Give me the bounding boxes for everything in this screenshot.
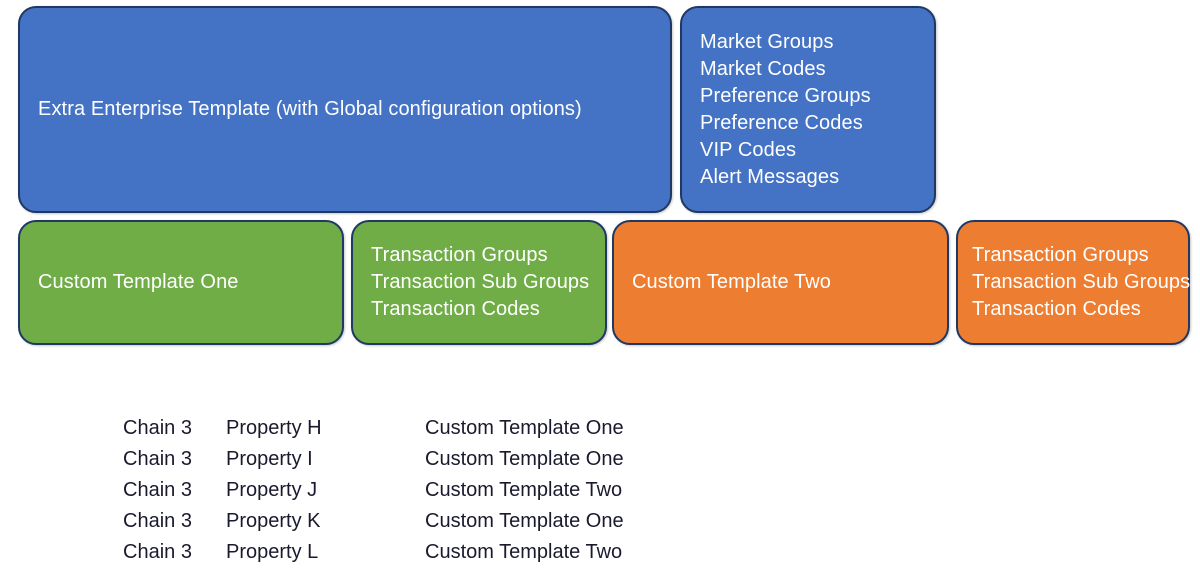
chain-cell: Chain 3 (123, 510, 192, 532)
property-cell: Property L (226, 541, 319, 563)
chain-cell: Chain 3 (123, 479, 192, 501)
list-item: Preference Codes (700, 111, 863, 134)
template-cell: Custom Template One (425, 448, 624, 470)
table-row: Chain 3 Property L Custom Template Two (123, 537, 624, 568)
chain-cell: Chain 3 (123, 448, 192, 470)
table-row: Chain 3 Property I Custom Template One (123, 444, 624, 475)
transaction-options-one-box[interactable]: Transaction Groups Transaction Sub Group… (351, 220, 607, 345)
property-cell: Property J (226, 479, 318, 501)
chain-cell: Chain 3 (123, 541, 192, 563)
template-cell: Custom Template One (425, 417, 624, 439)
list-item: Transaction Codes (371, 298, 540, 320)
custom-template-two-box[interactable]: Custom Template Two (612, 220, 949, 345)
list-item: Alert Messages (700, 165, 840, 188)
custom-template-one-box[interactable]: Custom Template One (18, 220, 344, 345)
transaction-options-two-list: Transaction Groups Transaction Sub Group… (972, 242, 1190, 323)
enterprise-template-box[interactable]: Extra Enterprise Template (with Global c… (18, 6, 672, 213)
property-cell: Property K (226, 510, 321, 532)
transaction-options-two-box[interactable]: Transaction Groups Transaction Sub Group… (956, 220, 1190, 345)
global-configuration-options-list: Market Groups Market Codes Preference Gr… (700, 29, 871, 191)
list-item: Transaction Sub Groups (371, 271, 590, 293)
chain-cell: Chain 3 (123, 417, 192, 439)
table-row: Chain 3 Property K Custom Template One (123, 506, 624, 537)
template-cell: Custom Template One (425, 510, 624, 532)
property-cell: Property I (226, 448, 313, 470)
template-cell: Custom Template Two (425, 479, 623, 501)
enterprise-template-label: Extra Enterprise Template (with Global c… (38, 98, 582, 120)
template-cell: Custom Template Two (425, 541, 623, 563)
list-item: Market Codes (700, 57, 826, 80)
property-cell: Property H (226, 417, 322, 439)
list-item: Transaction Groups (972, 244, 1149, 266)
property-template-assignment-table: Chain 3 Property H Custom Template One C… (123, 413, 624, 568)
list-item: VIP Codes (700, 138, 797, 161)
list-item: Transaction Groups (371, 244, 548, 266)
global-configuration-options-box[interactable]: Market Groups Market Codes Preference Gr… (680, 6, 936, 213)
table-row: Chain 3 Property J Custom Template Two (123, 475, 624, 506)
transaction-options-one-list: Transaction Groups Transaction Sub Group… (371, 242, 589, 323)
custom-template-one-label: Custom Template One (38, 271, 239, 293)
list-item: Market Groups (700, 30, 834, 53)
table-row: Chain 3 Property H Custom Template One (123, 413, 624, 444)
list-item: Transaction Sub Groups (972, 271, 1191, 293)
list-item: Transaction Codes (972, 298, 1141, 320)
custom-template-two-label: Custom Template Two (632, 271, 832, 293)
list-item: Preference Groups (700, 84, 871, 107)
